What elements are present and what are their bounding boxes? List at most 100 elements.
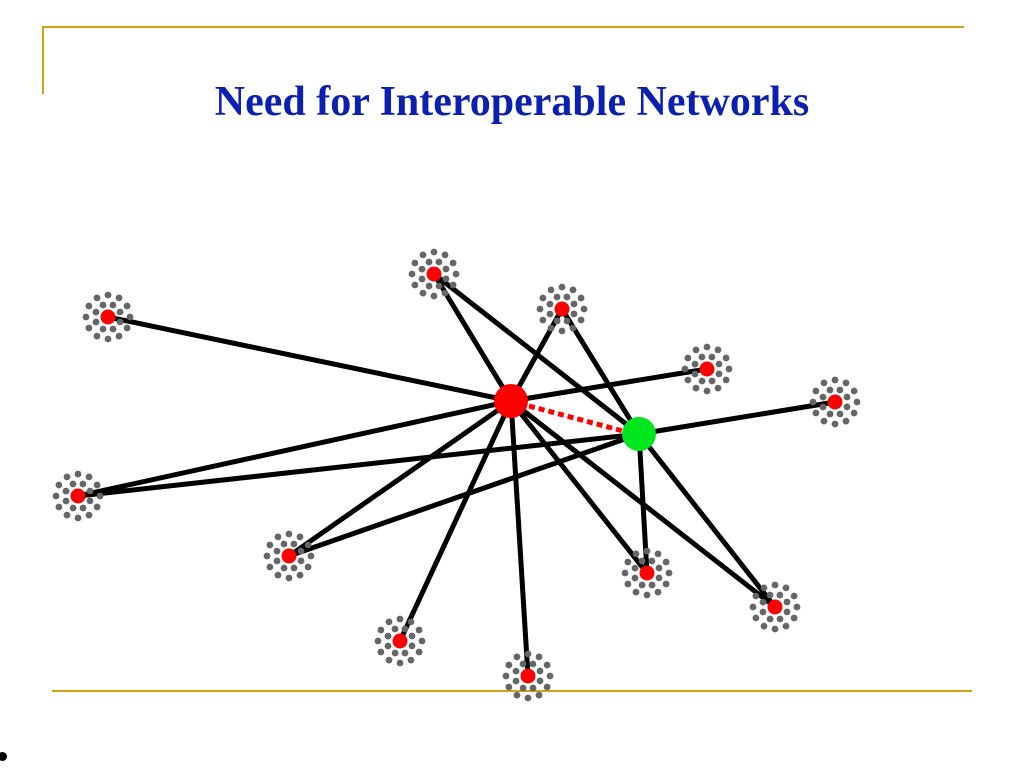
cluster-member-node xyxy=(93,481,101,489)
cluster-member-node xyxy=(85,511,93,519)
link-green-hub-c2 xyxy=(431,271,642,437)
cluster-member-node xyxy=(632,550,640,558)
cluster-member-node xyxy=(116,318,124,326)
cluster-c3 xyxy=(536,283,588,335)
cluster-member-node xyxy=(109,301,117,309)
cluster-c2 xyxy=(408,248,460,300)
cluster-c11 xyxy=(809,376,861,428)
cluster-member-node xyxy=(401,649,409,657)
cluster-member-node xyxy=(296,571,304,579)
cluster-member-node xyxy=(505,661,513,669)
cluster-member-node xyxy=(691,360,699,368)
cluster-member-node xyxy=(502,672,510,680)
cluster-member-node xyxy=(452,270,460,278)
cluster-member-node xyxy=(836,410,844,418)
cluster-member-node xyxy=(783,598,791,606)
cluster-member-node xyxy=(703,387,711,395)
cluster-member-node xyxy=(513,691,521,699)
link-red-hub-c1 xyxy=(105,314,514,404)
link-green-hub-c5 xyxy=(75,431,642,499)
cluster-member-node xyxy=(85,473,93,481)
cluster-c10 xyxy=(749,581,801,633)
cluster-member-node xyxy=(812,387,820,395)
cluster-center-node xyxy=(520,668,536,684)
cluster-member-node xyxy=(126,313,134,321)
link-green-hub-c11 xyxy=(636,399,838,437)
cluster-center-node xyxy=(392,633,408,649)
cluster-member-node xyxy=(812,409,820,417)
cluster-member-node xyxy=(783,608,791,616)
cluster-member-node xyxy=(408,270,416,278)
cluster-member-node xyxy=(99,325,107,333)
cluster-member-node xyxy=(62,487,70,495)
cluster-member-node xyxy=(782,584,790,592)
cluster-member-node xyxy=(809,398,817,406)
cluster-member-node xyxy=(543,661,551,669)
cluster-member-node xyxy=(115,294,123,302)
cluster-member-node xyxy=(274,571,282,579)
cluster-center-node xyxy=(699,361,715,377)
cluster-member-node xyxy=(524,694,532,702)
cluster-member-node xyxy=(296,533,304,541)
cluster-member-node xyxy=(116,308,124,316)
cluster-member-node xyxy=(563,317,571,325)
cluster-member-node xyxy=(820,417,828,425)
cluster-member-node xyxy=(760,584,768,592)
cluster-member-node xyxy=(104,335,112,343)
cluster-member-node xyxy=(266,541,274,549)
cluster-member-node xyxy=(543,683,551,691)
cluster-member-node xyxy=(74,514,82,522)
cluster-member-node xyxy=(831,376,839,384)
cluster-c6 xyxy=(263,530,315,582)
cluster-member-node xyxy=(442,265,450,273)
link-red-hub-c5 xyxy=(75,398,514,499)
cluster-member-node xyxy=(55,503,63,511)
cluster-member-node xyxy=(638,557,646,565)
cluster-member-node xyxy=(441,251,449,259)
cluster-member-node xyxy=(558,327,566,335)
cluster-c4 xyxy=(681,343,733,395)
cluster-center-node xyxy=(554,301,570,317)
cluster-member-node xyxy=(766,615,774,623)
cluster-member-node xyxy=(435,282,443,290)
cluster-member-node xyxy=(385,618,393,626)
cluster-member-node xyxy=(632,588,640,596)
cluster-member-node xyxy=(285,530,293,538)
cluster-member-node xyxy=(297,547,305,555)
cluster-member-node xyxy=(384,632,392,640)
cluster-member-node xyxy=(654,588,662,596)
cluster-member-node xyxy=(692,384,700,392)
cluster-member-node xyxy=(577,316,585,324)
cluster-member-node xyxy=(79,480,87,488)
link-green-hub-c6 xyxy=(286,431,642,559)
cluster-c1 xyxy=(82,291,134,343)
cluster-member-node xyxy=(546,310,554,318)
cluster-member-node xyxy=(648,557,656,565)
cluster-member-node xyxy=(708,353,716,361)
cluster-member-node xyxy=(698,353,706,361)
cluster-member-node xyxy=(297,557,305,565)
cluster-member-node xyxy=(123,324,131,332)
link-red-hub-c8 xyxy=(508,398,531,679)
cluster-member-node xyxy=(285,574,293,582)
cluster-member-node xyxy=(692,346,700,354)
bullet-dot xyxy=(0,752,7,761)
cluster-member-node xyxy=(104,291,112,299)
cluster-member-node xyxy=(853,398,861,406)
cluster-member-node xyxy=(449,259,457,267)
cluster-c7 xyxy=(374,615,426,667)
cluster-member-node xyxy=(85,302,93,310)
left-rule xyxy=(42,26,44,94)
cluster-member-node xyxy=(123,302,131,310)
cluster-member-node xyxy=(396,615,404,623)
cluster-member-node xyxy=(418,637,426,645)
cluster-member-node xyxy=(529,660,537,668)
cluster-member-node xyxy=(539,316,547,324)
cluster-member-node xyxy=(790,592,798,600)
cluster-member-node xyxy=(415,648,423,656)
link-red-hub-c7 xyxy=(397,398,514,644)
cluster-member-node xyxy=(771,625,779,633)
cluster-member-node xyxy=(759,608,767,616)
